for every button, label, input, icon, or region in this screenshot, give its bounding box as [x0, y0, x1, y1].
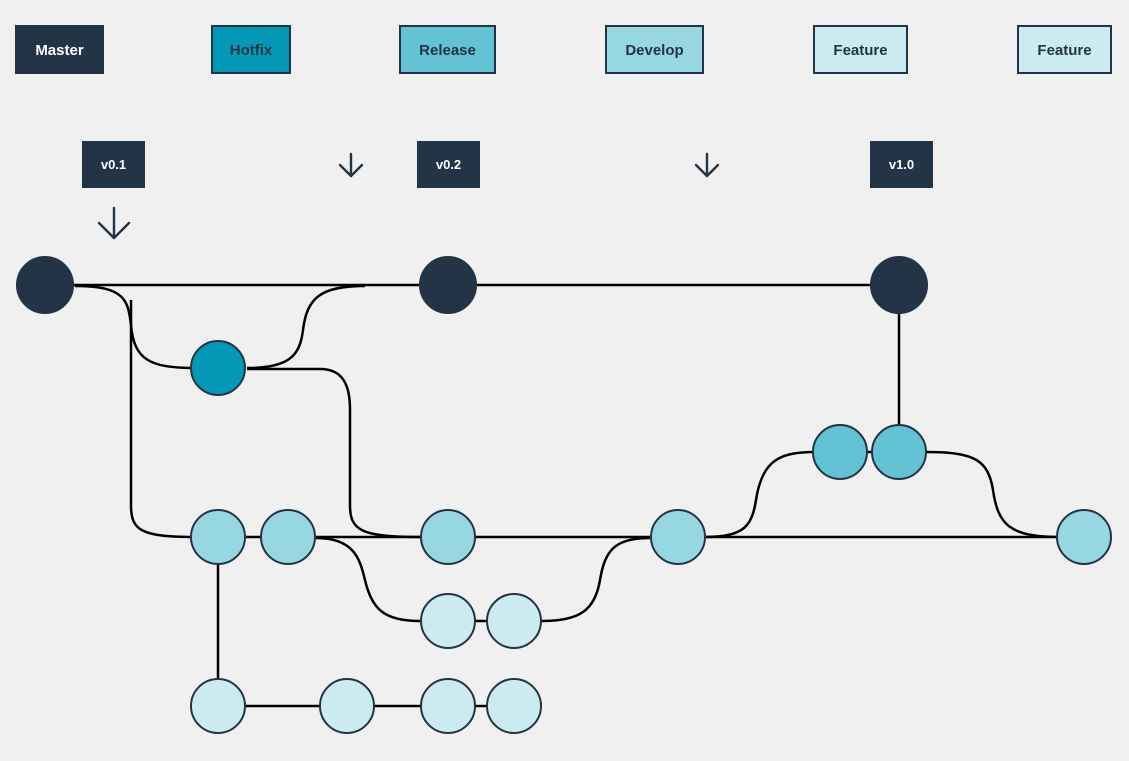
commit-release — [871, 424, 927, 480]
tag-v0-1: v0.1 — [82, 141, 145, 188]
legend-item-feature: Feature — [813, 25, 908, 74]
commit-nodes — [16, 256, 1112, 734]
commit-develop — [260, 509, 316, 565]
commit-feature — [486, 593, 542, 649]
legend-item-develop: Develop — [605, 25, 704, 74]
legend-label: Hotfix — [230, 42, 273, 59]
arrow-down-icon — [97, 206, 131, 240]
legend-item-hotfix: Hotfix — [211, 25, 291, 74]
legend: Master Hotfix Release Develop Feature Fe… — [15, 25, 1112, 74]
tag-v1-0: v1.0 — [870, 141, 933, 188]
commit-master — [870, 256, 928, 314]
legend-item-release: Release — [399, 25, 496, 74]
legend-item-master: Master — [15, 25, 104, 74]
commit-feature — [190, 678, 246, 734]
tag-label: v0.2 — [436, 157, 461, 172]
commit-master — [16, 256, 74, 314]
commit-feature — [486, 678, 542, 734]
commit-feature — [319, 678, 375, 734]
legend-label: Feature — [1037, 42, 1091, 59]
legend-item-feature: Feature — [1017, 25, 1112, 74]
commit-feature — [420, 593, 476, 649]
tag-label: v0.1 — [101, 157, 126, 172]
commit-master — [419, 256, 477, 314]
tag-label: v1.0 — [889, 157, 914, 172]
commit-feature — [420, 678, 476, 734]
arrow-down-icon — [694, 152, 720, 178]
commit-develop — [420, 509, 476, 565]
tag-v0-2: v0.2 — [417, 141, 480, 188]
commit-develop — [190, 509, 246, 565]
commit-hotfix — [190, 340, 246, 396]
legend-label: Master — [35, 42, 84, 59]
legend-label: Develop — [625, 42, 683, 59]
commit-release — [812, 424, 868, 480]
legend-label: Feature — [833, 42, 887, 59]
legend-label: Release — [419, 42, 476, 59]
arrow-down-icon — [338, 152, 364, 178]
commit-develop — [650, 509, 706, 565]
commit-develop — [1056, 509, 1112, 565]
version-tags: v0.1 v0.2 v1.0 — [82, 141, 933, 188]
